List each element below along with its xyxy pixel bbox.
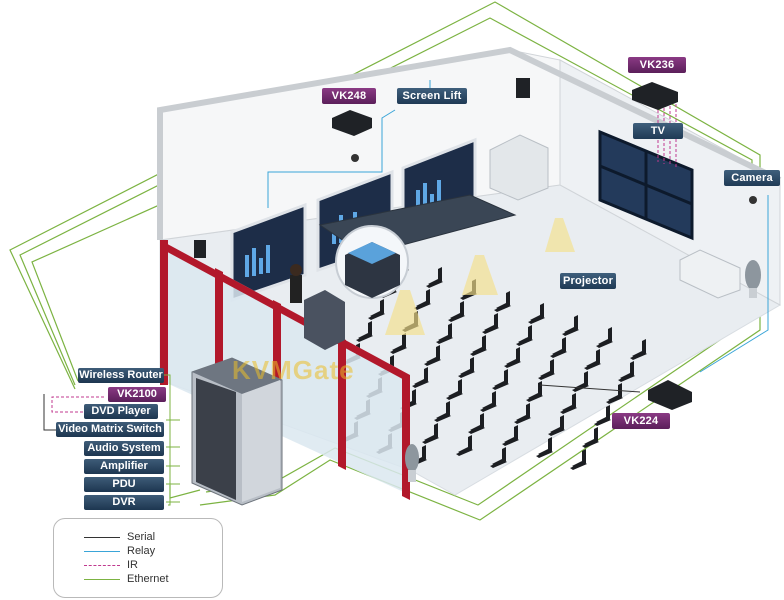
legend-label: Serial bbox=[127, 531, 156, 543]
seat bbox=[560, 393, 577, 414]
seat bbox=[492, 369, 509, 390]
rack-device-label: VK2100 bbox=[108, 387, 166, 402]
seat bbox=[434, 401, 451, 422]
seat bbox=[356, 321, 373, 342]
seat bbox=[528, 303, 545, 324]
tag-screen-lift: Screen Lift bbox=[397, 88, 467, 104]
tv-wall bbox=[598, 129, 694, 241]
seat bbox=[606, 383, 623, 404]
camera-device bbox=[351, 154, 757, 204]
seat bbox=[582, 427, 599, 448]
device-boxes bbox=[194, 78, 692, 410]
seat bbox=[548, 415, 565, 436]
seat bbox=[514, 403, 531, 424]
wall-cabinet bbox=[489, 134, 741, 299]
seat bbox=[456, 435, 473, 456]
seat bbox=[618, 361, 635, 382]
ethernet-rack-lines bbox=[161, 374, 180, 506]
legend-item: Serial bbox=[84, 530, 214, 544]
seat bbox=[516, 325, 533, 346]
seat bbox=[570, 449, 587, 470]
seat bbox=[526, 381, 543, 402]
legend-label: Ethernet bbox=[127, 573, 169, 585]
seat bbox=[494, 291, 511, 312]
lectern bbox=[290, 264, 345, 350]
glass-partition bbox=[160, 240, 410, 500]
seat bbox=[458, 357, 475, 378]
legend-label: IR bbox=[127, 559, 138, 571]
touch-panel-callout bbox=[335, 225, 409, 299]
seat bbox=[424, 345, 441, 366]
rack-device-label: Video Matrix Switch bbox=[56, 422, 164, 437]
seat bbox=[422, 423, 439, 444]
seat bbox=[436, 323, 453, 344]
seat bbox=[482, 313, 499, 334]
rack-device-label: DVD Player bbox=[84, 404, 158, 419]
tag-vk248: VK248 bbox=[322, 88, 376, 104]
legend-line-swatch bbox=[84, 579, 120, 580]
seat bbox=[468, 413, 485, 434]
tag-tv: TV bbox=[633, 123, 683, 139]
seat bbox=[390, 333, 407, 354]
tag-projector: Projector bbox=[560, 273, 616, 289]
seat bbox=[368, 299, 385, 320]
seat bbox=[562, 315, 579, 336]
seat bbox=[572, 371, 589, 392]
legend-item: IR bbox=[84, 558, 214, 572]
tag-vk236: VK236 bbox=[628, 57, 686, 73]
seat bbox=[448, 301, 465, 322]
seat bbox=[594, 405, 611, 426]
seat bbox=[584, 349, 601, 370]
rack-device-label: Audio System bbox=[84, 441, 164, 456]
tag-vk224: VK224 bbox=[612, 413, 670, 429]
rack-device-label: PDU bbox=[84, 477, 164, 492]
seat bbox=[630, 339, 647, 360]
seat bbox=[504, 347, 521, 368]
seat bbox=[536, 437, 553, 458]
legend-line-swatch bbox=[84, 565, 120, 566]
legend-label: Relay bbox=[127, 545, 156, 557]
seat bbox=[480, 391, 497, 412]
equipment-rack bbox=[191, 357, 283, 506]
seat bbox=[426, 267, 443, 288]
rack-device-label: Amplifier bbox=[84, 459, 164, 474]
seat bbox=[400, 389, 417, 410]
seat bbox=[596, 327, 613, 348]
rack-device-label: Wireless Router bbox=[78, 368, 164, 383]
seat bbox=[410, 445, 427, 466]
projector-lights bbox=[385, 218, 575, 335]
seat bbox=[414, 289, 431, 310]
seat bbox=[470, 335, 487, 356]
seat bbox=[550, 337, 567, 358]
seat bbox=[502, 425, 519, 446]
legend-item: Ethernet bbox=[84, 572, 214, 586]
rack-device-label: DVR bbox=[84, 495, 164, 510]
legend-line-swatch bbox=[84, 537, 120, 538]
legend-item: Relay bbox=[84, 544, 214, 558]
seat bbox=[446, 379, 463, 400]
seat bbox=[490, 447, 507, 468]
seat bbox=[538, 359, 555, 380]
plants bbox=[405, 260, 761, 482]
tag-camera: Camera bbox=[724, 170, 780, 186]
legend-line-swatch bbox=[84, 551, 120, 552]
watermark-text: KVMGate bbox=[232, 355, 355, 385]
seat bbox=[412, 367, 429, 388]
